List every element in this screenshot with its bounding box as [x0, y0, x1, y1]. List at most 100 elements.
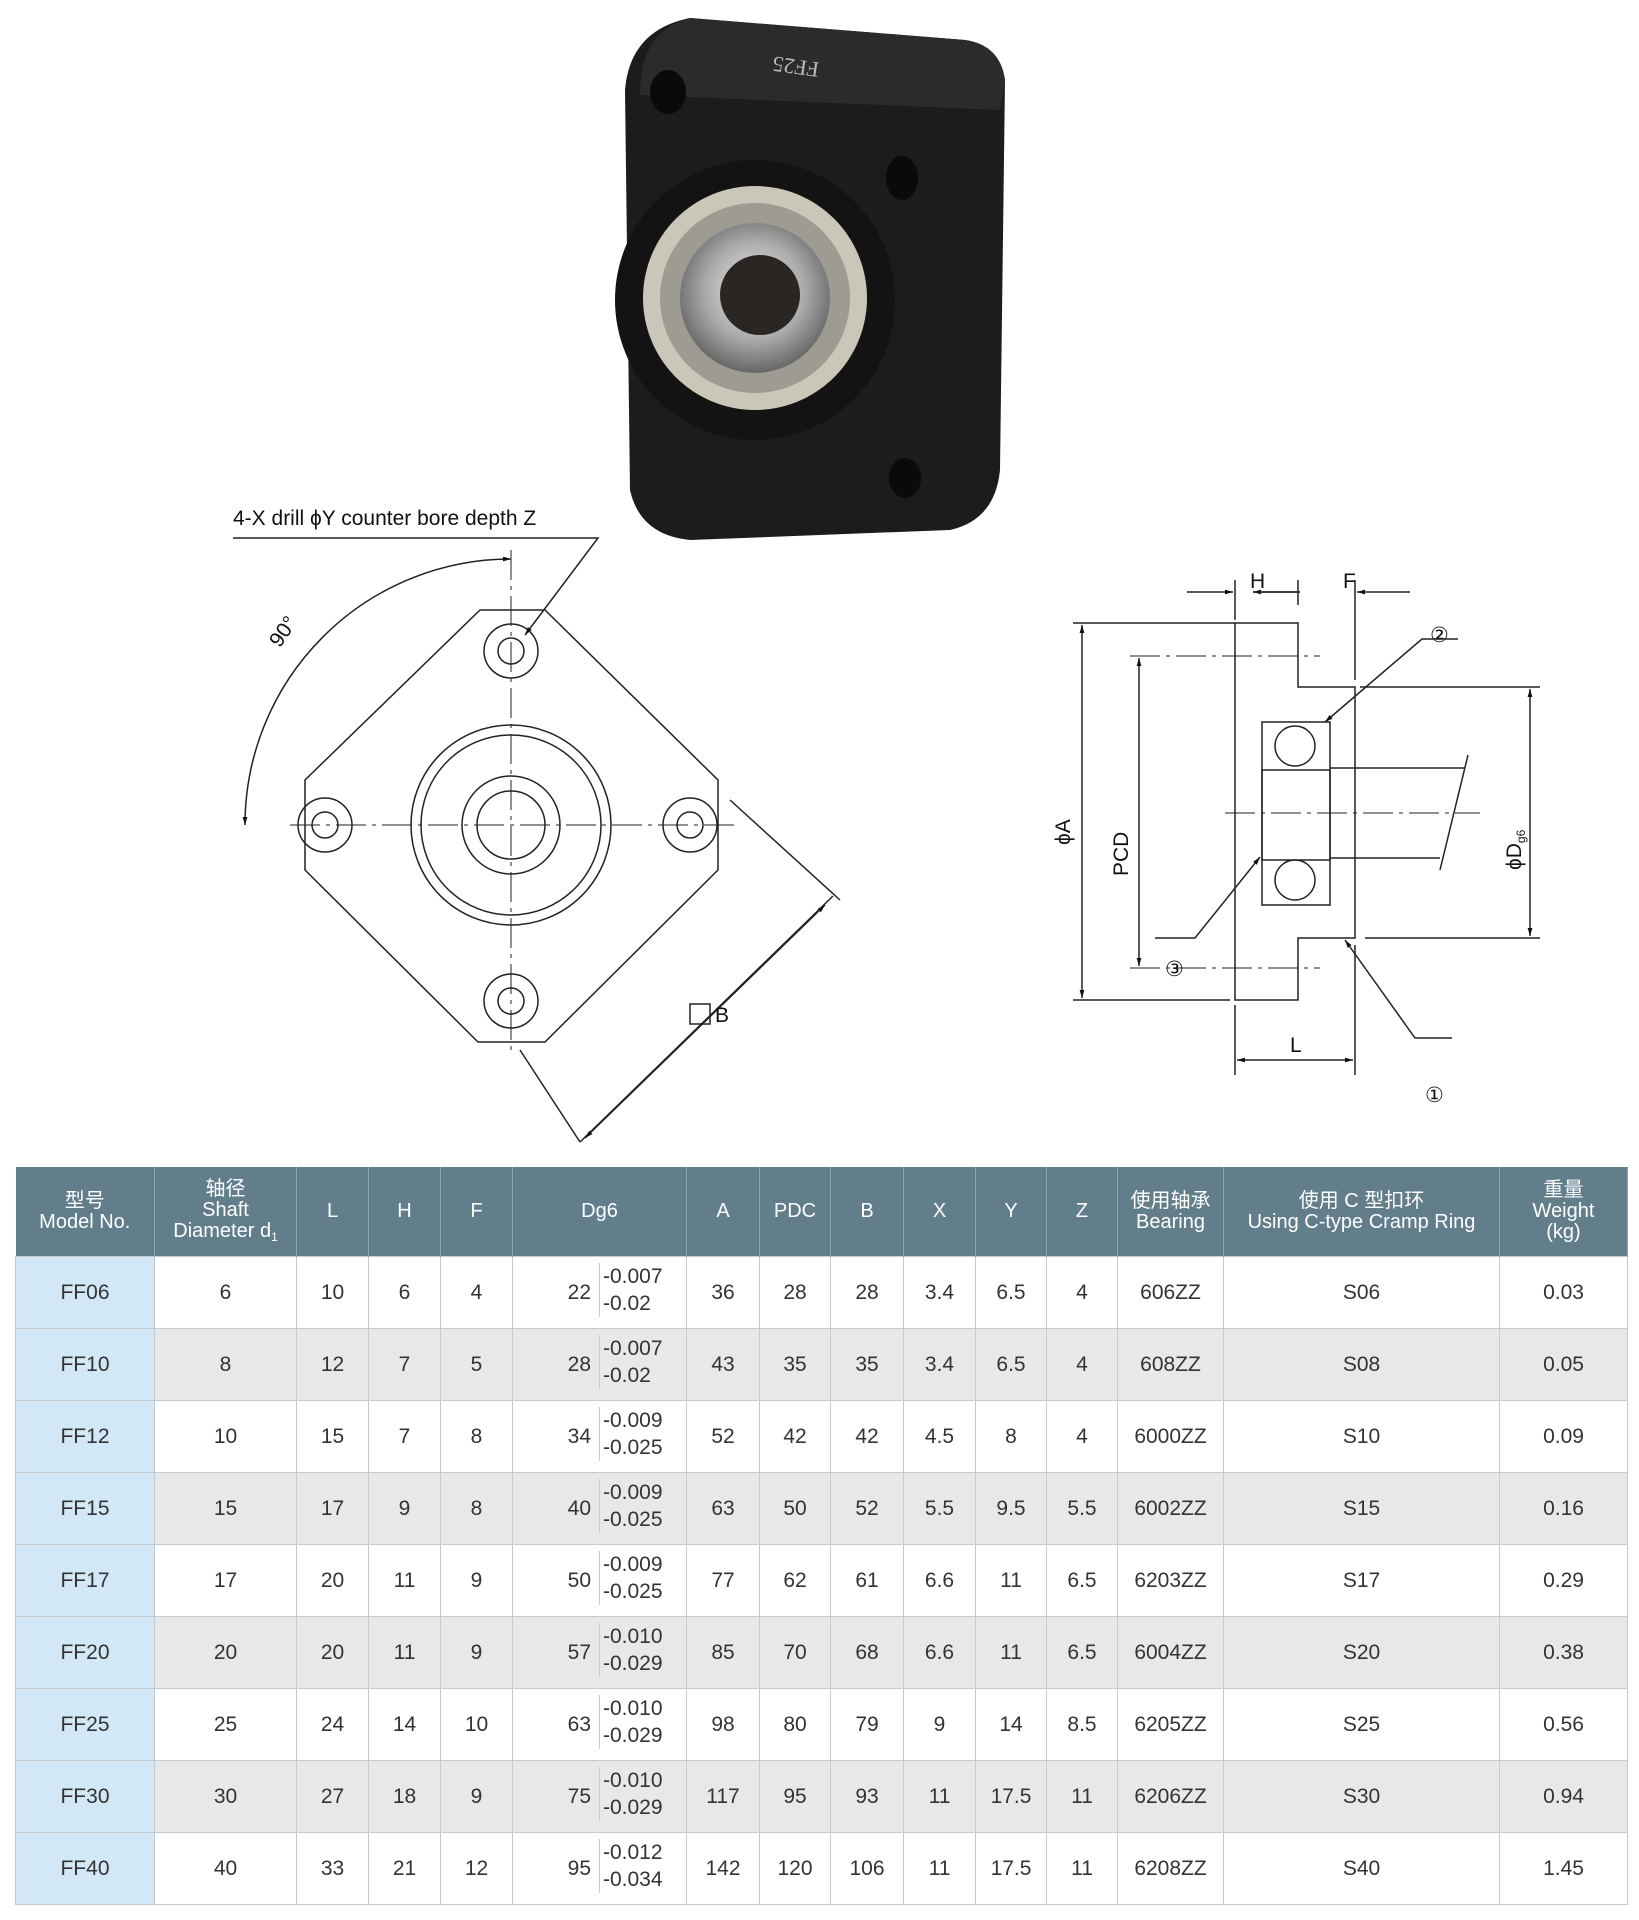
cell-f: 9 [440, 1760, 513, 1833]
cell-ring: S30 [1223, 1760, 1500, 1833]
cell-h: 6 [368, 1256, 441, 1329]
cell-dg6-nominal: 22 [567, 1280, 591, 1304]
cell-ring: S20 [1223, 1616, 1500, 1689]
cell-l: 15 [296, 1400, 369, 1473]
cell-l: 17 [296, 1472, 369, 1545]
cell-dg6-tolerance: -0.009-0.025 [599, 1407, 663, 1461]
cell-dg6-tolerance: -0.009-0.025 [599, 1479, 663, 1533]
product-photo: FF25 [615, 18, 1005, 540]
cell-dg6: 75-0.010-0.029 [512, 1760, 687, 1833]
cell-dg6: 57 -0.010-0.029 [512, 1616, 687, 1689]
cell-a: 63 [686, 1472, 760, 1545]
cell-dg6-nominal: 50 [567, 1568, 591, 1592]
col-y: Y [975, 1167, 1047, 1257]
cell-d1: 20 [154, 1616, 297, 1689]
cell-y: 6.5 [975, 1328, 1047, 1401]
cell-a: 98 [686, 1688, 760, 1761]
cell-f: 8 [440, 1472, 513, 1545]
cell-x: 11 [903, 1760, 976, 1833]
col-x: X [903, 1167, 976, 1257]
cell-pdc: 80 [759, 1688, 831, 1761]
cell-x: 9 [903, 1688, 976, 1761]
col-l: L [296, 1167, 369, 1257]
cell-bearing: 6002ZZ [1117, 1472, 1224, 1545]
cell-x: 6.6 [903, 1544, 976, 1617]
cell-y: 6.5 [975, 1256, 1047, 1329]
cell-f: 4 [440, 1256, 513, 1329]
cell-dg6-tolerance: -0.010-0.029 [599, 1623, 663, 1677]
cell-x: 3.4 [903, 1256, 976, 1329]
cell-weight: 0.16 [1499, 1472, 1628, 1545]
cell-dg6-tolerance: -0.007-0.02 [599, 1335, 663, 1389]
cell-dg6-tolerance: -0.007-0.02 [599, 1263, 663, 1317]
cell-a: 77 [686, 1544, 760, 1617]
cell-model: FF12 [15, 1400, 155, 1473]
cell-model: FF06 [15, 1256, 155, 1329]
cell-bearing: 6004ZZ [1117, 1616, 1224, 1689]
cell-h: 11 [368, 1544, 441, 1617]
cell-b: 35 [830, 1328, 904, 1401]
cell-dg6: 28 -0.007-0.02 [512, 1328, 687, 1401]
cell-y: 17.5 [975, 1832, 1047, 1905]
cell-bearing: 606ZZ [1117, 1256, 1224, 1329]
cell-ring: S10 [1223, 1400, 1500, 1473]
cell-dg6: 95-0.012-0.034 [512, 1832, 687, 1905]
cell-x: 6.6 [903, 1616, 976, 1689]
cell-pdc: 42 [759, 1400, 831, 1473]
cell-weight: 0.38 [1499, 1616, 1628, 1689]
cell-dg6: 63-0.010-0.029 [512, 1688, 687, 1761]
cell-dg6-nominal: 28 [567, 1352, 591, 1376]
cell-model: FF20 [15, 1616, 155, 1689]
cell-l: 33 [296, 1832, 369, 1905]
cell-l: 12 [296, 1328, 369, 1401]
callout-2: ② [1430, 624, 1449, 647]
cell-b: 61 [830, 1544, 904, 1617]
col-h: H [368, 1167, 441, 1257]
cell-d1: 30 [154, 1760, 297, 1833]
cell-ring: S15 [1223, 1472, 1500, 1545]
cell-bearing: 6000ZZ [1117, 1400, 1224, 1473]
front-view-drawing [233, 537, 841, 1143]
cell-bearing: 6208ZZ [1117, 1832, 1224, 1905]
col-b: B [830, 1167, 904, 1257]
cell-pdc: 62 [759, 1544, 831, 1617]
cell-z: 11 [1046, 1832, 1118, 1905]
callout-1: ① [1425, 1084, 1444, 1107]
cell-pdc: 95 [759, 1760, 831, 1833]
cell-dg6-nominal: 57 [567, 1640, 591, 1664]
cell-b: 106 [830, 1832, 904, 1905]
cell-dg6-nominal: 34 [567, 1424, 591, 1448]
cell-b: 68 [830, 1616, 904, 1689]
cell-weight: 0.94 [1499, 1760, 1628, 1833]
cell-x: 3.4 [903, 1328, 976, 1401]
cell-x: 11 [903, 1832, 976, 1905]
cell-b: 42 [830, 1400, 904, 1473]
cell-a: 117 [686, 1760, 760, 1833]
cell-h: 18 [368, 1760, 441, 1833]
dim-l-label: L [1290, 1034, 1302, 1057]
cell-b: 52 [830, 1472, 904, 1545]
cell-d1: 15 [154, 1472, 297, 1545]
cell-model: FF30 [15, 1760, 155, 1833]
cell-y: 17.5 [975, 1760, 1047, 1833]
cell-h: 7 [368, 1328, 441, 1401]
cell-z: 4 [1046, 1256, 1118, 1329]
cell-z: 5.5 [1046, 1472, 1118, 1545]
cell-pdc: 50 [759, 1472, 831, 1545]
cell-f: 5 [440, 1328, 513, 1401]
cell-dg6-nominal: 40 [567, 1496, 591, 1520]
cell-z: 6.5 [1046, 1544, 1118, 1617]
cell-f: 9 [440, 1544, 513, 1617]
cell-dg6-tolerance: -0.010-0.029 [599, 1767, 663, 1821]
col-z: Z [1046, 1167, 1118, 1257]
cell-d1: 17 [154, 1544, 297, 1617]
cell-weight: 1.45 [1499, 1832, 1628, 1905]
